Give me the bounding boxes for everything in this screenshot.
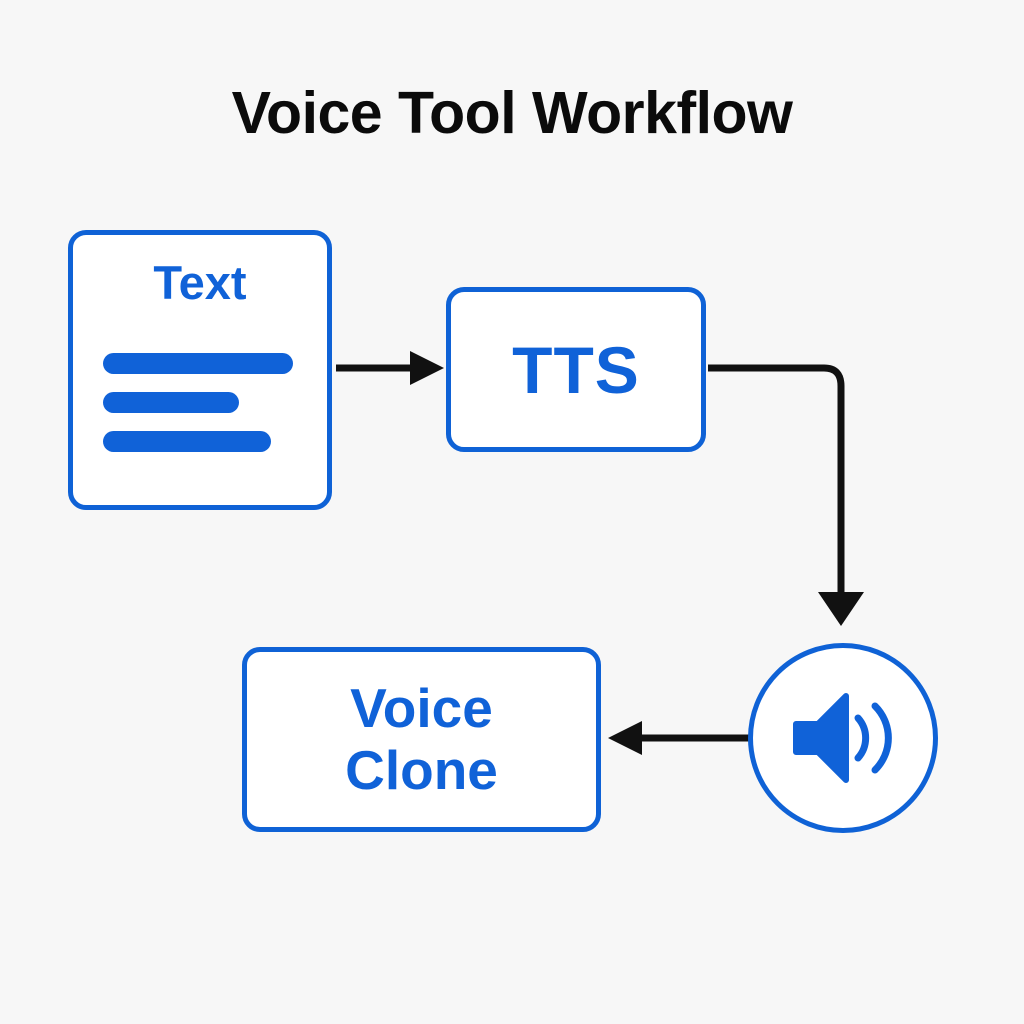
- node-voice-clone-label-line1: Voice: [350, 676, 493, 739]
- edge-text-to-tts: [336, 351, 444, 385]
- document-lines-icon: [73, 353, 327, 452]
- node-voice-clone-label-line2: Clone: [345, 738, 498, 801]
- edge-tts-to-speaker: [708, 364, 864, 626]
- document-line-3: [103, 431, 271, 452]
- node-text[interactable]: Text: [68, 230, 332, 510]
- node-tts[interactable]: TTS: [446, 287, 706, 452]
- node-voice-clone[interactable]: Voice Clone: [242, 647, 601, 832]
- page-title: Voice Tool Workflow: [231, 80, 793, 146]
- document-line-1: [103, 353, 293, 374]
- document-line-2: [103, 392, 239, 413]
- node-speaker[interactable]: [748, 643, 938, 833]
- node-voice-clone-label: Voice Clone: [247, 652, 596, 827]
- speaker-volume-icon: [793, 693, 892, 783]
- node-text-label: Text: [153, 256, 247, 309]
- edge-speaker-to-voice-clone: [608, 721, 750, 755]
- node-tts-label: TTS: [512, 332, 640, 407]
